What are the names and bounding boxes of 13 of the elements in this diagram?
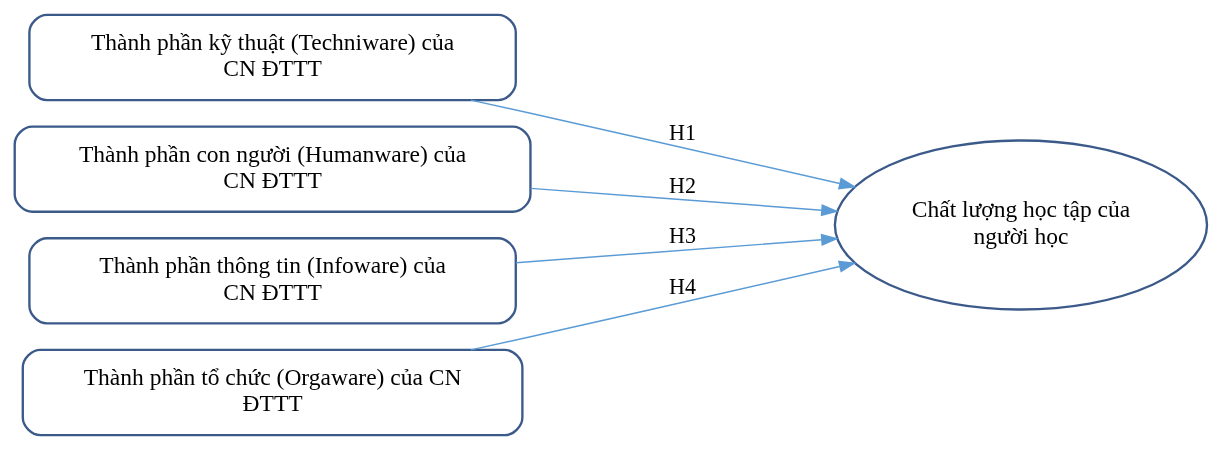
node-box: Thành phần con người (Humanware) của CN ĐTTT bbox=[13, 124, 532, 213]
node-box: Thành phần kỹ thuật (Techniware) của CN ĐTTT bbox=[28, 13, 517, 101]
node-box: Thành phần tổ chức (Orgaware) của CN ĐTTT bbox=[21, 348, 524, 436]
arrow bbox=[515, 233, 839, 263]
edge-label: H4 bbox=[669, 273, 697, 299]
edge-label: H1 bbox=[669, 119, 697, 145]
edge-label: H3 bbox=[669, 222, 697, 248]
node-ellipse: Chất lượng học tập của người học bbox=[833, 138, 1209, 311]
node-box: Thành phần thông tin (Infoware) của CN ĐTTT bbox=[28, 236, 517, 325]
arrow bbox=[470, 98, 857, 189]
arrow bbox=[529, 187, 839, 216]
arrow bbox=[470, 260, 857, 351]
edge-label: H2 bbox=[669, 172, 697, 198]
